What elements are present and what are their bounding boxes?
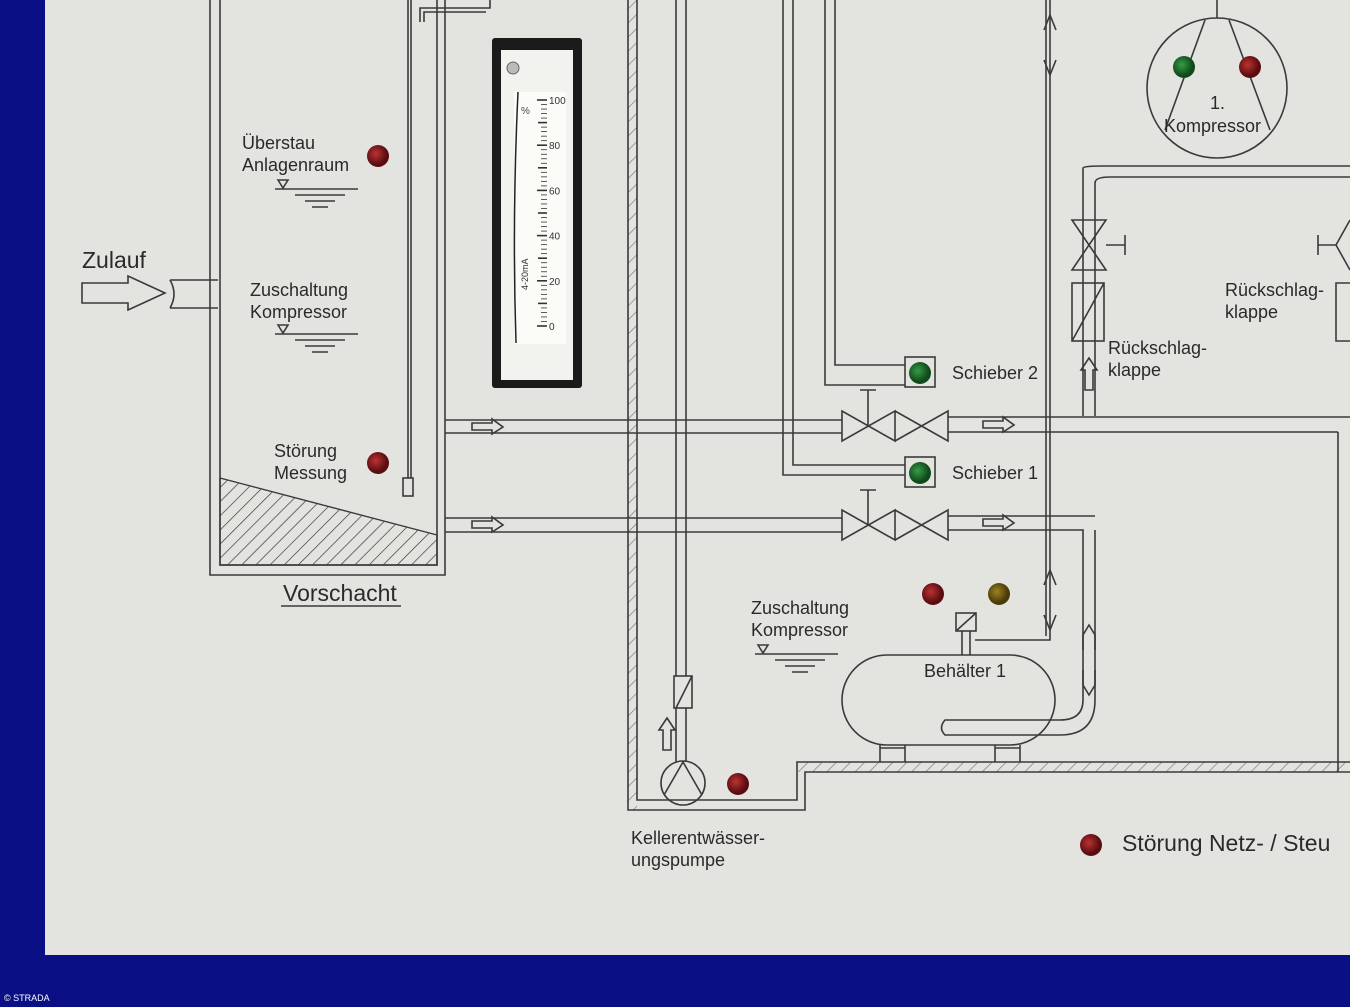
- level-gauge: % 100 80 60 40 20 0 4-20mA: [492, 38, 582, 388]
- led-ueberstau: [367, 145, 389, 167]
- label-messung: Messung: [274, 463, 347, 483]
- led-compressor-fault: [1239, 56, 1261, 78]
- gauge-tick-label: 40: [549, 232, 561, 243]
- label-zuschaltung: Zuschaltung: [250, 280, 348, 300]
- label-ueberstau: Überstau: [242, 133, 315, 153]
- label-vorschacht: Vorschacht: [283, 580, 397, 606]
- schematic-panel: [45, 0, 1350, 955]
- label-schieber-2: Schieber 2: [952, 363, 1038, 383]
- check-valve-pump: [673, 675, 693, 709]
- gate-valves-schieber-1: [841, 489, 949, 542]
- label-stoerung: Störung: [274, 441, 337, 461]
- pump-symbol: [660, 760, 706, 806]
- gauge-tick-label: 100: [549, 96, 566, 107]
- label-ungspumpe: ungspumpe: [631, 850, 725, 870]
- actuator-1: [904, 456, 936, 488]
- level-probe: [402, 477, 414, 497]
- label-behaelter: Behälter 1: [924, 661, 1006, 681]
- led-tank-fault: [922, 583, 944, 605]
- label-compressor-number: 1.: [1210, 93, 1225, 113]
- gauge-tick-label: 60: [549, 186, 561, 197]
- label-compressor: Kompressor: [1164, 116, 1261, 136]
- label-zulauf: Zulauf: [82, 247, 147, 273]
- led-schieber-1: [909, 462, 931, 484]
- vorschacht-shaft: [209, 0, 491, 576]
- label-kompressor-k: Kompressor: [751, 620, 848, 640]
- flow-arrows: [471, 356, 1099, 697]
- led-stoerung-netz: [1080, 834, 1102, 856]
- up-arrow-icon: [657, 716, 677, 751]
- led-stoerung-messung: [367, 452, 389, 474]
- label-kompressor: Kompressor: [250, 302, 347, 322]
- gauge-tick-label: 0: [549, 322, 555, 333]
- gate-valves-schieber-2: [841, 389, 949, 443]
- led-tank-warning: [988, 583, 1010, 605]
- label-rueckschlag-b: Rückschlag-: [1225, 280, 1324, 300]
- zero-adjust-screw[interactable]: [506, 61, 520, 75]
- label-zuschaltung-k: Zuschaltung: [751, 598, 849, 618]
- led-compressor-run: [1173, 56, 1195, 78]
- gauge-unit: %: [521, 106, 530, 117]
- gauge-range-label: 4-20mA: [520, 258, 530, 290]
- gauge-tick-label: 80: [549, 141, 561, 152]
- label-keller: Kellerentwässer-: [631, 828, 765, 848]
- gauge-needle: [513, 91, 519, 344]
- label-anlagenraum: Anlagenraum: [242, 155, 349, 175]
- copyright-watermark: © STRADA: [4, 993, 50, 1003]
- pressure-switch: [955, 612, 977, 632]
- label-rueckschlag-a: Rückschlag-: [1108, 338, 1207, 358]
- label-klappe-b: klappe: [1225, 302, 1278, 322]
- tank-behaelter-1: [841, 654, 1056, 746]
- actuator-2: [904, 356, 936, 388]
- label-schieber-1: Schieber 1: [952, 463, 1038, 483]
- inflow-arrow: [81, 274, 218, 312]
- label-stoerung-netz: Störung Netz- / Steu: [1122, 830, 1330, 856]
- label-klappe-a: klappe: [1108, 360, 1161, 380]
- led-pump-fault: [727, 773, 749, 795]
- gauge-tick-label: 20: [549, 277, 561, 288]
- led-schieber-2: [909, 362, 931, 384]
- compressor-symbol: [1146, 17, 1288, 159]
